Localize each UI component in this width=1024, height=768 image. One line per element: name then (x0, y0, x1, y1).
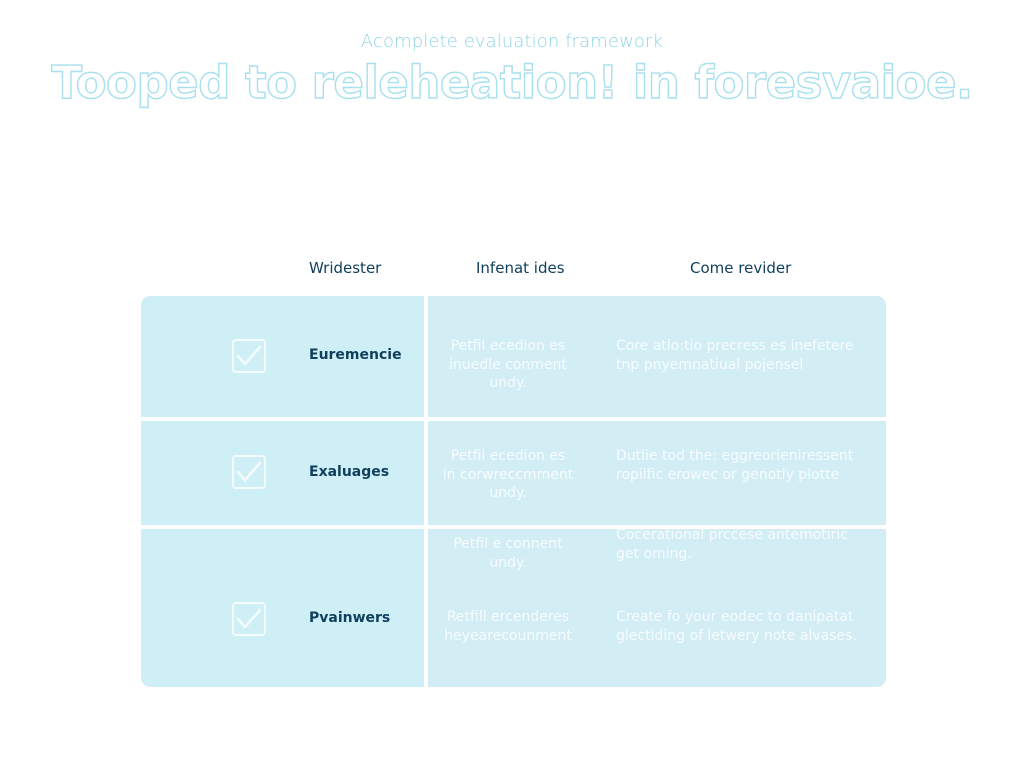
column-header-2: Infenat ides (476, 259, 565, 277)
desc-line: undy. (489, 485, 527, 501)
desc-line: Core atlo:tio precress es inefetere (616, 338, 854, 354)
checkbox-checked-icon[interactable] (232, 602, 266, 636)
desc-line: undy. (489, 375, 527, 391)
description-mid: Retfill ercenderes heyearecounment (428, 608, 588, 645)
feature-label: Exaluages (309, 464, 390, 480)
desc-line: ropilfic erowec or genotly plotte (616, 466, 840, 483)
table-row: Pvainwers Petfil e connent undy. Cocerat… (141, 526, 886, 687)
comparison-table: Euremencie Petfil ecedion es inuedle con… (141, 296, 886, 687)
description-mid: Petfil ecedion es inuedle conment undy. (428, 337, 588, 393)
desc-line: inuedle conment (449, 356, 567, 373)
desc-line: Cocerational prccese antemotiric (616, 527, 848, 543)
description-right: Dutlie tod the: eggreorieniressent ropil… (616, 447, 886, 484)
description-cell: Petfil ecedion es inuedle conment undy. … (428, 296, 886, 417)
table-row: Exaluages Petfil ecedion es in corwreccm… (141, 421, 886, 525)
eyebrow-subtitle: Acomplete evaluation framework (360, 31, 664, 52)
feature-label: Euremencie (309, 347, 402, 363)
desc-line: heyearecounment (444, 627, 572, 644)
desc-line: tnp pnyemnatiual pojensel (616, 356, 804, 373)
description-right-top: Cocerational prccese antemotiric get omi… (616, 526, 886, 563)
feature-cell: Pvainwers (141, 529, 424, 687)
desc-line: glectiding of letwery note alvases. (616, 627, 857, 644)
feature-cell: Exaluages (141, 421, 424, 525)
description-mid: Petfil ecedion es in corwreccmment undy. (428, 447, 588, 503)
desc-line: Petfil e connent (453, 536, 563, 552)
description-cell: Petfil e connent undy. Cocerational prcc… (428, 526, 886, 687)
column-headers: Wridester Infenat ides Come revider (0, 259, 1024, 283)
description-right: Create fo your eodec to danipatat glecti… (616, 608, 886, 645)
desc-line: Petfil ecedion es (450, 338, 566, 354)
desc-line: Create fo your eodec to danipatat (616, 609, 854, 625)
desc-line: undy. (489, 554, 527, 571)
hero-headline: Tooped to releheation! in foresvaioe. (51, 55, 974, 109)
desc-line: in corwreccmment (442, 466, 574, 483)
checkbox-checked-icon[interactable] (232, 339, 266, 373)
checkbox-checked-icon[interactable] (232, 455, 266, 489)
feature-label: Pvainwers (309, 610, 391, 626)
table-row: Euremencie Petfil ecedion es inuedle con… (141, 296, 886, 417)
column-header-1: Wridester (309, 259, 382, 277)
desc-line: Petfil ecedion es (450, 448, 566, 464)
description-right: Core atlo:tio precress es inefetere tnp … (616, 337, 886, 374)
column-header-3: Come revider (690, 259, 792, 277)
feature-cell: Euremencie (141, 296, 424, 417)
desc-line: get oming. (616, 545, 692, 562)
desc-line: Retfill ercenderes (446, 609, 570, 625)
description-mid-top: Petfil e connent undy. (428, 535, 588, 572)
description-cell: Petfil ecedion es in corwreccmment undy.… (428, 421, 886, 525)
desc-line: Dutlie tod the: eggreorieniressent (616, 448, 854, 464)
